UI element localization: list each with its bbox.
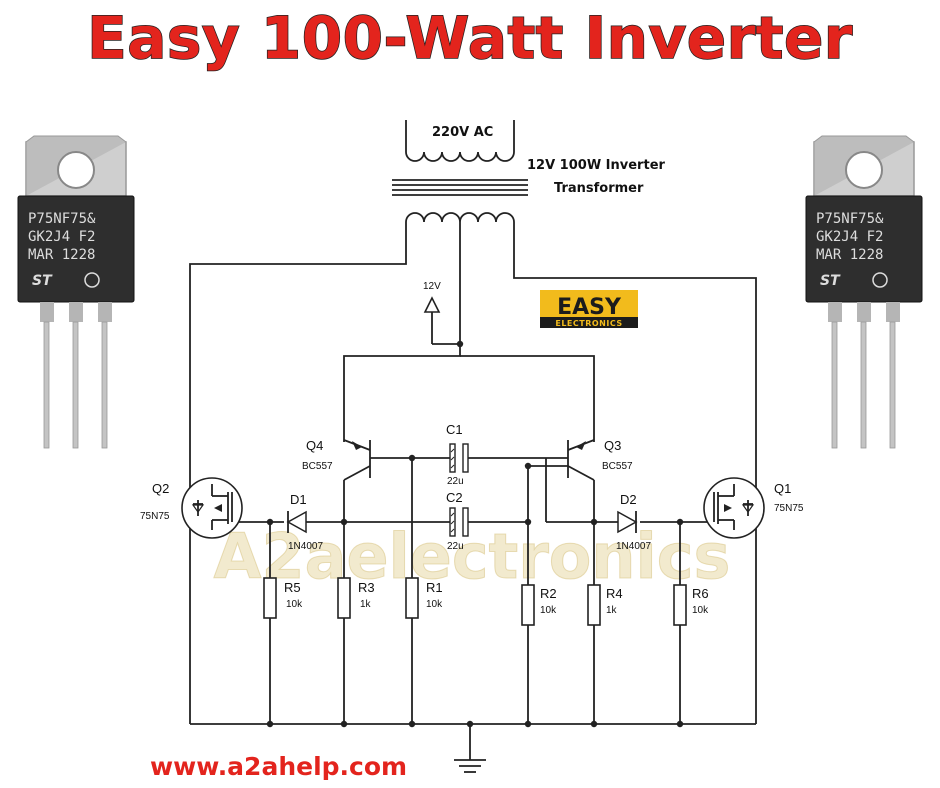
svg-text:ST: ST [820,273,841,289]
q3-value: BC557 [602,461,633,472]
r6-ref: R6 [692,586,709,601]
svg-text:ELECTRONICS: ELECTRONICS [555,319,622,328]
resistor-r6-symbol [673,584,687,626]
transistor-q3-symbol [567,439,595,498]
mosfet-q1-symbol [703,477,765,539]
supply-label: 12V [423,281,441,292]
c1-value: 22u [447,476,464,487]
q3-ref: Q3 [604,438,621,453]
watermark: A2aelectronics [214,520,731,593]
svg-text:GK2J4 F2: GK2J4 F2 [28,229,95,245]
resistor-r5-symbol [263,577,277,619]
page-title: Easy 100-Watt Inverter [86,3,853,73]
svg-text:EASY: EASY [557,295,622,320]
r1-ref: R1 [426,580,443,595]
mosfet-photo-left: P75NF75& GK2J4 F2 MAR 1228 ST [17,135,135,449]
q2-value: 75N75 [140,511,170,522]
r2-value: 10k [540,605,557,616]
d1-value: 1N4007 [288,541,323,552]
c2-value: 22u [447,541,464,552]
ground-icon [454,759,486,773]
svg-text:ST: ST [32,273,53,289]
resistor-r1-symbol [405,577,419,619]
q1-ref: Q1 [774,481,791,496]
r3-ref: R3 [358,580,375,595]
svg-text:MAR 1228: MAR 1228 [28,247,95,263]
resistor-r2-symbol [521,584,535,626]
d1-ref: D1 [290,492,307,507]
svg-text:GK2J4 F2: GK2J4 F2 [816,229,883,245]
resistor-r4-symbol [587,584,601,626]
d2-value: 1N4007 [616,541,651,552]
r4-ref: R4 [606,586,623,601]
c2-ref: C2 [446,490,463,505]
capacitor-c1-symbol [449,443,469,473]
r4-value: 1k [606,605,618,616]
diode-d2-symbol [617,510,638,534]
r3-value: 1k [360,599,372,610]
transformer-name-line1: 12V 100W Inverter [527,158,666,173]
website-url[interactable]: www.a2ahelp.com [150,752,408,781]
easy-electronics-logo: EASY ELECTRONICS [540,290,638,328]
r2-ref: R2 [540,586,557,601]
q2-ref: Q2 [152,481,169,496]
mosfet-q2-symbol [181,477,243,539]
d2-ref: D2 [620,492,637,507]
q4-ref: Q4 [306,438,323,453]
resistor-r3-symbol [337,577,351,619]
mosfet-photo-right: P75NF75& GK2J4 F2 MAR 1228 ST [805,135,923,449]
transistor-q4-symbol [343,439,371,498]
q1-value: 75N75 [774,503,804,514]
r5-ref: R5 [284,580,301,595]
diode-d1-symbol [286,510,307,534]
wiring [189,222,757,760]
primary-label: 220V AC [432,125,493,140]
svg-text:P75NF75&: P75NF75& [816,211,884,227]
c1-ref: C1 [446,422,463,437]
r6-value: 10k [692,605,709,616]
q4-value: BC557 [302,461,333,472]
r1-value: 10k [426,599,443,610]
svg-text:P75NF75&: P75NF75& [28,211,96,227]
junctions [266,340,684,728]
r5-value: 10k [286,599,303,610]
transformer: 220V AC 12V 100W Inverter Transformer [392,120,666,223]
capacitor-c2-symbol [449,507,469,537]
svg-text:MAR 1228: MAR 1228 [816,247,883,263]
transformer-name-line2: Transformer [554,181,644,196]
